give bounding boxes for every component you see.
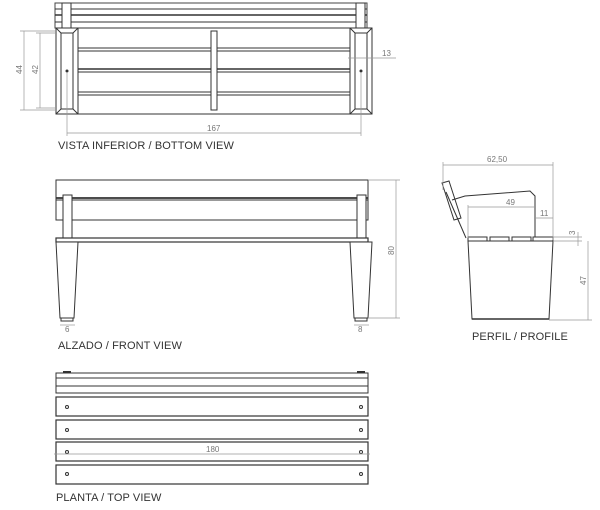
dim-profile-49: 49 <box>506 198 515 207</box>
dim-bottom-42: 42 <box>31 65 40 74</box>
dim-front-80: 80 <box>387 246 396 255</box>
bottom-view-label: VISTA INFERIOR / BOTTOM VIEW <box>58 140 234 152</box>
dim-top-180: 180 <box>206 445 220 454</box>
dim-front-8: 8 <box>358 325 363 334</box>
top-view-label: PLANTA / TOP VIEW <box>56 492 162 504</box>
bottom-view-drawing <box>54 2 373 115</box>
front-view-drawing <box>55 179 373 322</box>
dim-profile-3: 3 <box>568 230 577 235</box>
front-view-label: ALZADO / FRONT VIEW <box>58 340 182 352</box>
dim-bottom-44: 44 <box>15 65 24 74</box>
dim-profile-11: 11 <box>540 209 549 218</box>
dim-bottom-167: 167 <box>207 124 221 133</box>
top-view-drawing <box>55 371 369 485</box>
dim-front-6: 6 <box>65 325 70 334</box>
dim-bottom-13: 13 <box>382 49 391 58</box>
profile-view-drawing <box>441 180 554 320</box>
dim-profile-62-50: 62,50 <box>487 155 508 164</box>
dim-profile-47: 47 <box>579 276 588 285</box>
profile-view-label: PERFIL / PROFILE <box>472 331 568 343</box>
